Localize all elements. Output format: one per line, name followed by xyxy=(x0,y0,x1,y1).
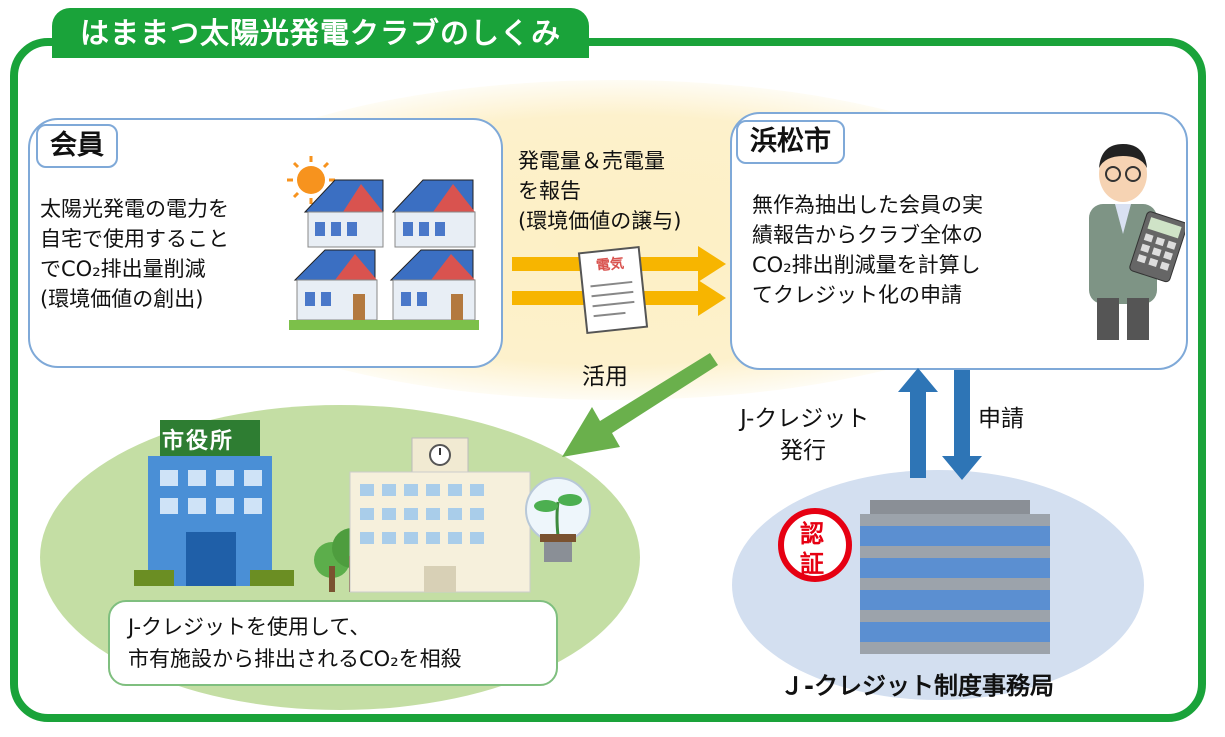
offset-message-line-2: 市有施設から排出されるCO₂を相殺 xyxy=(128,647,462,671)
offset-message-line-1: J-クレジットを使用して、 xyxy=(128,615,371,639)
city-text-line-3: CO₂排出削減量を計算し xyxy=(752,253,981,277)
issue-label-line-2: 発行 xyxy=(780,438,826,464)
city-text-line-1: 無作為抽出した会員の実 xyxy=(752,193,983,217)
apply-label: 申請 xyxy=(978,406,1024,432)
page-title: はままつ太陽光発電クラブのしくみ xyxy=(52,8,590,58)
sun-icon xyxy=(287,156,335,204)
city-staff-illustration xyxy=(1089,144,1185,340)
offset-message-box xyxy=(108,600,558,686)
certification-stamp-icon xyxy=(778,508,852,582)
city-hall-sign: 市役所 xyxy=(162,429,235,454)
member-text-line-4: (環境価値の創出) xyxy=(40,287,204,311)
report-text-line-1: 発電量＆売電量 xyxy=(518,149,665,173)
stamp-text-1: 認 xyxy=(800,520,824,548)
issue-label-line-1: J-クレジット xyxy=(740,406,870,432)
city-text-line-2: 績報告からクラブ全体の xyxy=(752,223,983,247)
house-icon xyxy=(389,249,476,321)
member-text-line-3: でCO₂排出量削減 xyxy=(40,257,206,281)
stamp-text-2: 証 xyxy=(800,550,824,578)
report-text-line-2: を報告 xyxy=(518,179,581,203)
calculator-icon xyxy=(1129,211,1185,283)
office-building-illustration xyxy=(860,500,1050,654)
report-arrows xyxy=(512,246,726,316)
house-icon xyxy=(293,249,378,321)
grass xyxy=(289,320,479,330)
house-icon xyxy=(391,179,476,248)
member-label: 会員 xyxy=(36,124,118,168)
apply-arrow-down-icon xyxy=(942,370,982,480)
issue-arrow-up-icon xyxy=(898,368,938,478)
report-document-icon xyxy=(577,245,649,335)
issue-apply-arrows xyxy=(898,368,982,480)
usage-label: 活用 xyxy=(582,364,628,390)
lightbulb-sprout-icon xyxy=(525,477,591,562)
office-label: Ｊ-クレジット制度事務局 xyxy=(780,672,1054,700)
report-text-line-3: (環境価値の譲与) xyxy=(518,209,682,233)
city-text-line-4: てクレジット化の申請 xyxy=(752,283,962,307)
school-building-illustration xyxy=(314,437,591,593)
member-text-line-1: 太陽光発電の電力を xyxy=(40,197,229,221)
city-label: 浜松市 xyxy=(736,120,845,164)
city-hall-illustration xyxy=(134,420,294,586)
house-icon xyxy=(303,179,384,248)
usage-arrow-icon xyxy=(562,353,718,457)
solar-houses-illustration xyxy=(287,156,479,330)
member-text-line-2: 自宅で使用すること xyxy=(40,227,229,251)
report-document-label: 電気 xyxy=(595,255,625,275)
